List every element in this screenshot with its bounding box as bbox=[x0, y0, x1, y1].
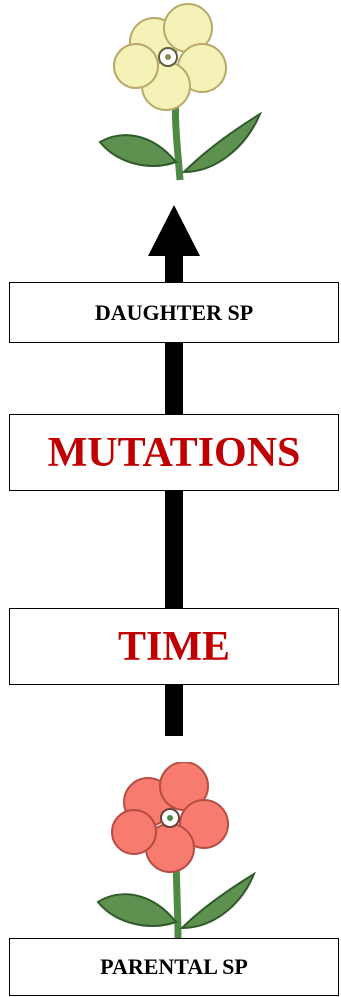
parental-flower-icon bbox=[96, 762, 257, 939]
mutations-label: MUTATIONS bbox=[9, 414, 339, 491]
time-label: TIME bbox=[9, 608, 339, 685]
parental-species-label: PARENTAL SP bbox=[9, 938, 339, 996]
daughter-flower-icon bbox=[98, 3, 262, 181]
daughter-species-label: DAUGHTER SP bbox=[9, 282, 339, 343]
arrow-head bbox=[148, 205, 200, 256]
